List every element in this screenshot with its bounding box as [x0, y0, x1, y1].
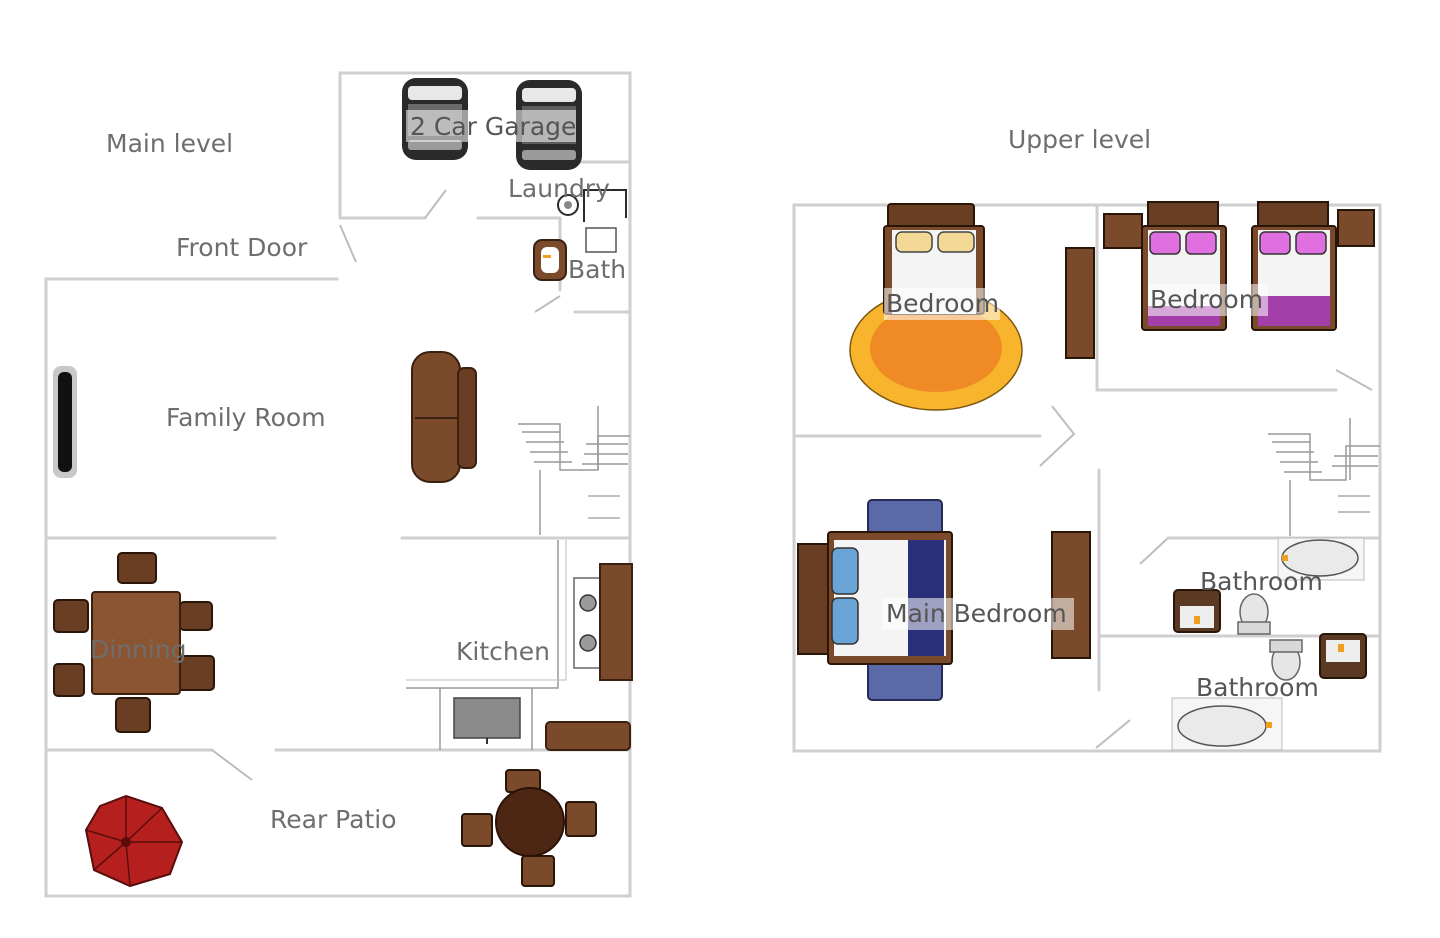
dinning-label: Dinning: [90, 635, 187, 664]
toilet-icon: [1269, 639, 1303, 681]
bed-icon: [1251, 201, 1337, 331]
upper-level-title: Upper level: [1008, 125, 1151, 154]
toilet-icon: [533, 239, 567, 281]
cabinet-icon: [545, 721, 631, 751]
stairs-icon: [1268, 418, 1380, 536]
sink-icon: [453, 697, 521, 744]
washer-dryer-icon: [557, 189, 627, 253]
kitchen-label: Kitchen: [456, 637, 550, 666]
main-level: Main level 2 Car Garage Laundry Bath Fro…: [44, 71, 633, 898]
dining-table-icon: [53, 552, 215, 733]
kitchen-counter-icon: [406, 540, 567, 750]
family-room-label: Family Room: [166, 403, 326, 432]
toilet-icon: [1237, 593, 1271, 635]
upper-level: Upper level Bedroom Bedroom Main Bedroom…: [792, 125, 1382, 753]
tv-icon: [53, 366, 77, 478]
stairs-icon: [518, 406, 630, 535]
dresser-icon: [1065, 247, 1095, 359]
front-door-label: Front Door: [176, 233, 308, 262]
bedroom-2-label: Bedroom: [1150, 285, 1263, 314]
bathtub-icon: [1171, 697, 1283, 751]
bedroom-1-label: Bedroom: [886, 289, 999, 318]
sink-icon: [1173, 589, 1221, 633]
laundry-label: Laundry: [508, 174, 610, 203]
bathroom-2-label: Bathroom: [1196, 673, 1319, 702]
dresser-icon: [1051, 531, 1091, 659]
stove-icon: [573, 563, 633, 681]
bathroom-1-label: Bathroom: [1200, 567, 1323, 596]
bathtub-icon: [1277, 537, 1365, 581]
bath-label: Bath: [568, 255, 626, 284]
couch-icon: [411, 351, 477, 483]
main-bedroom-label: Main Bedroom: [886, 599, 1067, 628]
umbrella-icon: [84, 794, 184, 888]
garage-label: 2 Car Garage: [410, 112, 576, 141]
patio-table-icon: [461, 769, 597, 887]
sink-icon: [1319, 633, 1367, 679]
nightstand-icon: [1103, 209, 1375, 249]
rear-patio-label: Rear Patio: [270, 805, 397, 834]
main-level-title: Main level: [106, 129, 233, 158]
